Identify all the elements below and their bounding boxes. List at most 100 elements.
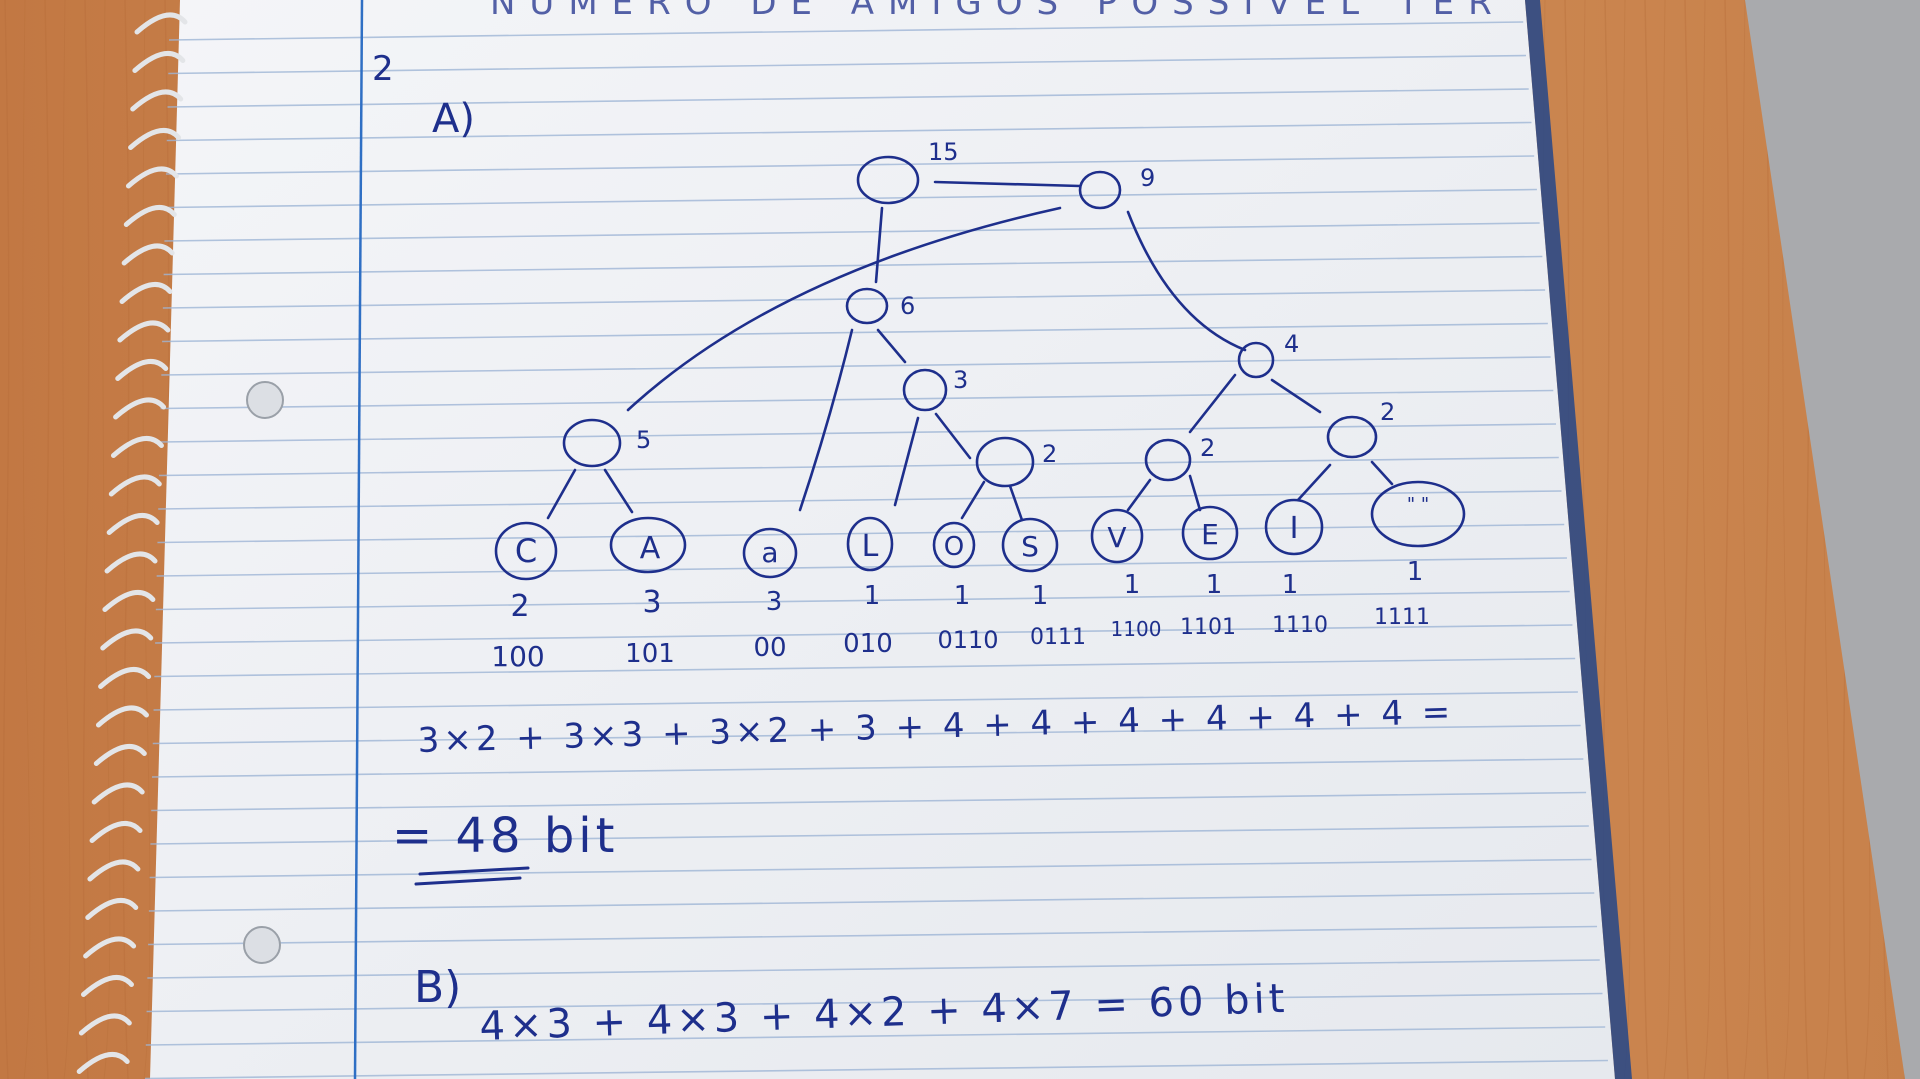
leaf-symbols: C A a L O S V E I " " [515, 494, 1429, 570]
spiral-coil [123, 204, 177, 227]
spiral-coil [125, 166, 179, 189]
spiral-coil [80, 974, 134, 997]
spiral-coil [115, 358, 169, 381]
node-n2c [1326, 415, 1378, 459]
spiral-coil [93, 743, 147, 766]
ruled-lines [145, 21, 1608, 1079]
part-a-label: A) [432, 96, 475, 142]
leaf-S [1001, 517, 1059, 573]
spiral-coil [102, 589, 156, 612]
leaf-code: 010 [843, 629, 893, 659]
tree-leaves [494, 480, 1466, 581]
spiral-coil [106, 512, 160, 535]
leaf-space [1370, 480, 1466, 548]
weight-n2a: 2 [1042, 440, 1057, 468]
spiral-coil [130, 89, 184, 112]
leaf-code: 00 [753, 633, 786, 663]
leaf-I [1264, 498, 1324, 556]
leaf-L [846, 516, 894, 572]
edge-n4-n2b [1188, 373, 1237, 434]
leaf-symbol: " " [1407, 494, 1429, 515]
tree-node-weights: 15 9 6 3 4 5 2 2 2 [636, 138, 1395, 468]
ruled-line [158, 490, 1562, 510]
leaf-freq: 1 [864, 581, 881, 611]
ruled-line [165, 188, 1537, 209]
spiral-coil [87, 859, 141, 882]
leaf-code: 1101 [1180, 615, 1236, 640]
edge-n2c-sp [1370, 460, 1394, 486]
ruled-line [151, 791, 1587, 812]
tree-internal-nodes [562, 155, 1378, 488]
ruled-line [152, 724, 1581, 745]
spiral-coil [83, 936, 137, 959]
leaf-frequencies: 2 3 3 1 1 1 1 1 1 1 [510, 557, 1423, 624]
result-underline [414, 866, 530, 886]
ruled-line [167, 88, 1529, 108]
leaf-code: 1100 [1111, 617, 1162, 641]
spiral-coil [95, 705, 149, 728]
spiral-coil [132, 50, 186, 73]
leaf-symbol: L [862, 529, 879, 564]
leaf-a [742, 527, 798, 579]
edge-n5-C [546, 468, 577, 520]
edge-n2a-S [1008, 484, 1024, 522]
node-root [856, 155, 920, 205]
weight-n5: 5 [636, 426, 651, 454]
ruled-line [168, 54, 1527, 75]
node-n9 [1078, 170, 1122, 210]
weight-n4: 4 [1284, 330, 1299, 358]
leaf-code: 1111 [1374, 605, 1430, 630]
spiral-coil [78, 1013, 132, 1036]
ruled-line [149, 858, 1592, 879]
leaf-O [932, 521, 976, 569]
edge-n6-a [798, 328, 854, 512]
ruled-line [145, 1026, 1606, 1046]
leaf-symbol: E [1201, 518, 1219, 551]
ruled-line [163, 255, 1543, 276]
ruled-line [157, 523, 1565, 544]
spiral-coil [117, 320, 171, 343]
leaf-C [494, 521, 558, 581]
weight-n3: 3 [953, 366, 968, 394]
node-n3 [902, 368, 948, 412]
spiral-binding [76, 12, 188, 1074]
node-n2a [975, 436, 1035, 488]
leaf-symbol: C [515, 532, 537, 570]
leaf-A [609, 516, 687, 574]
leaf-codes: 100 101 00 010 0110 0111 1100 1101 1110 … [491, 605, 1430, 673]
ruled-line [153, 691, 1578, 711]
part-a-result: = 48 bit [392, 808, 618, 864]
leaf-symbol: S [1021, 530, 1039, 563]
edge-root-n6 [874, 206, 884, 284]
spiral-coil [85, 897, 139, 920]
page-heading: NÚMERO DE AMIGOS POSSÍVEL TER [490, 0, 1506, 23]
punch-hole [246, 381, 284, 419]
leaf-symbol: V [1107, 521, 1126, 554]
part-b-label: B) [414, 962, 461, 1013]
edge-n2b-V [1126, 478, 1152, 512]
node-n2b [1144, 438, 1192, 482]
leaf-symbol: A [640, 531, 661, 566]
leaf-code: 101 [625, 639, 675, 669]
ruled-line [145, 1059, 1608, 1079]
leaf-freq: 2 [510, 589, 529, 624]
ruled-line [146, 992, 1603, 1013]
edge-root-n9 [933, 180, 1082, 188]
spiral-coil [100, 628, 154, 651]
spiral-coil [128, 127, 182, 150]
leaf-freq: 1 [1282, 570, 1299, 600]
leaf-code: 100 [491, 640, 544, 673]
spiral-coil [121, 243, 175, 266]
spiral-coil [104, 551, 158, 574]
ruled-line [165, 155, 1535, 175]
spiral-coil [108, 474, 162, 497]
ruled-line [169, 21, 1524, 41]
spiral-coil [98, 666, 152, 689]
ruled-line [151, 758, 1584, 778]
margin-line [353, 0, 364, 1079]
edge-n9-n4 [1126, 210, 1247, 352]
leaf-freq: 3 [766, 587, 783, 617]
notebook-cover-edge [1525, 0, 1632, 1079]
leaf-freq: 1 [954, 581, 971, 611]
